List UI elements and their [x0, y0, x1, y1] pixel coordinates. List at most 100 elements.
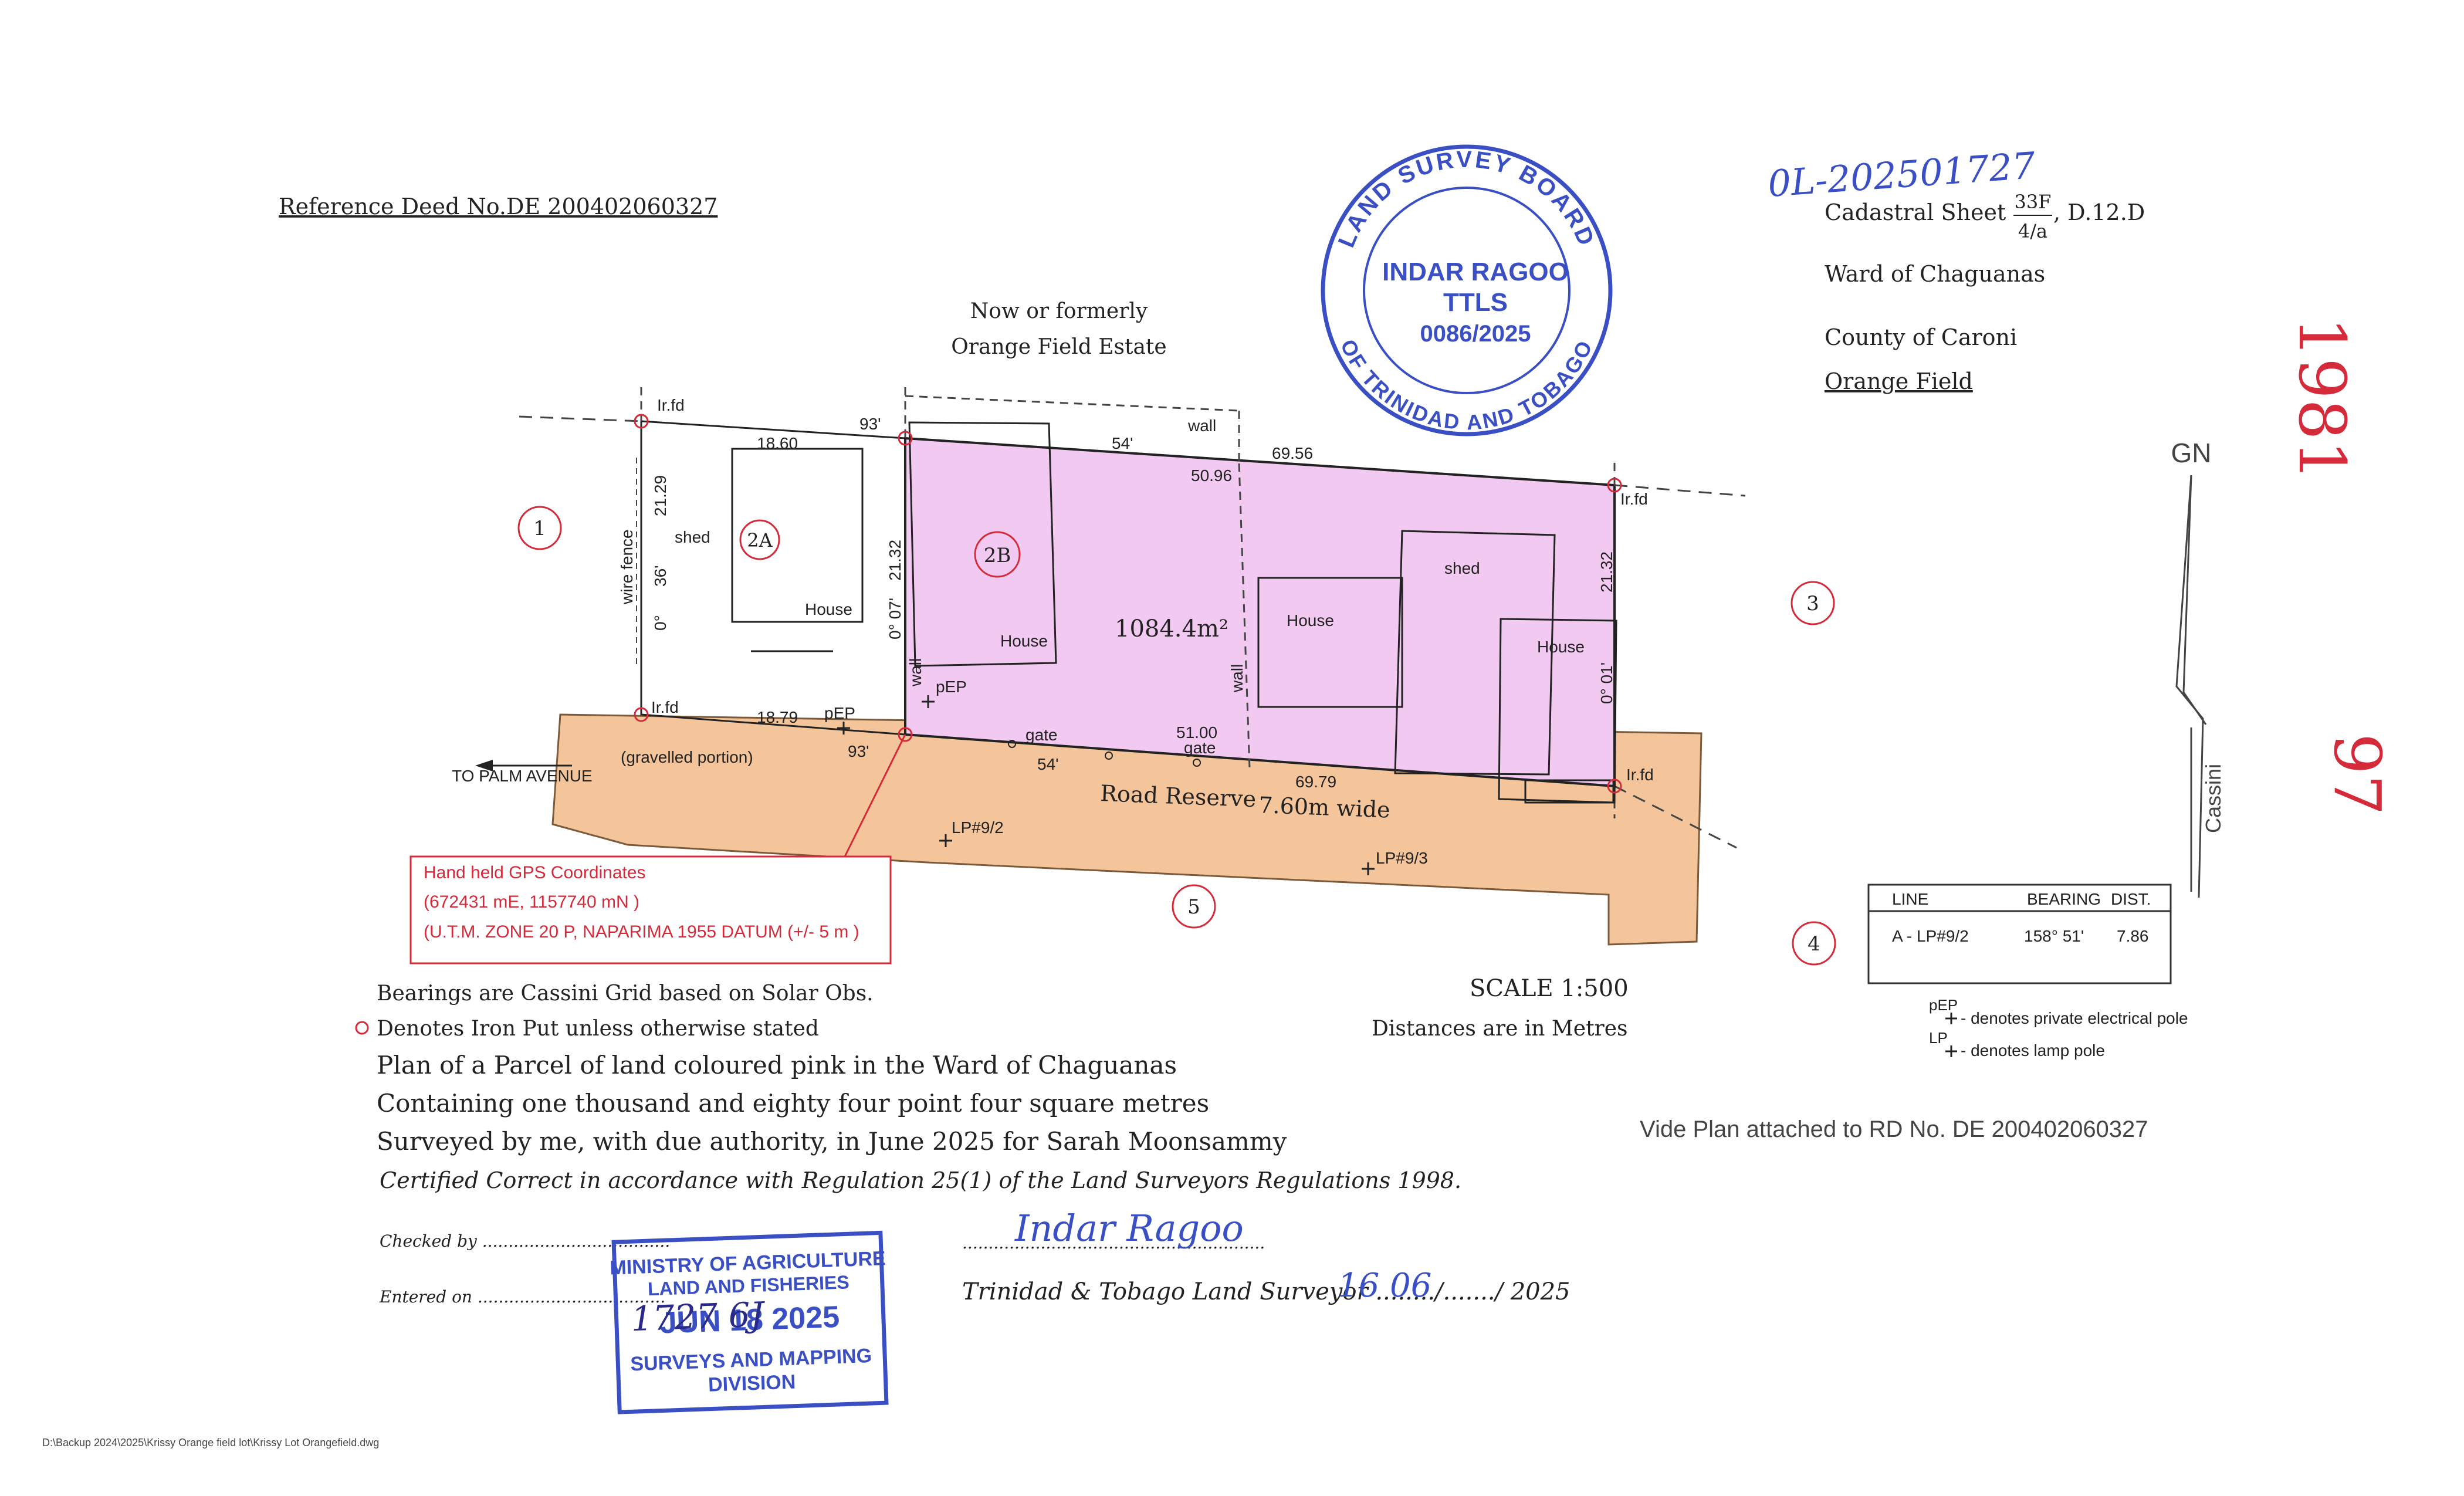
file-path: D:\Backup 2024\2025\Krissy Orange field …	[42, 1437, 379, 1448]
label-lr-fd: Ir.fd	[651, 698, 679, 716]
entered-on: Entered on .............................…	[379, 1287, 665, 1307]
dim-bottom-2b: 51.00	[1176, 723, 1217, 742]
note-vide: Vide Plan attached to RD No. DE 20040206…	[1640, 1116, 2148, 1142]
iron-put-marker	[1607, 779, 1622, 794]
stamp-title: TTLS	[1443, 288, 1508, 317]
table-header-line: LINE	[1892, 890, 1928, 908]
bearing-top-54: 54'	[1112, 434, 1133, 452]
label-wire-fence: wire fence	[618, 529, 636, 605]
signature-dots: ........................................…	[962, 1233, 1265, 1253]
table-cell-line: A - LP#9/2	[1892, 927, 1969, 945]
building-2a	[731, 448, 864, 623]
legend-lp-text: - denotes lamp pole	[1961, 1041, 2105, 1060]
signature-date: 16 06	[1338, 1267, 1431, 1305]
parcel-2b-area	[904, 436, 1616, 788]
county: County of Caroni	[1825, 324, 2017, 350]
note-certified: Certified Correct in accordance with Reg…	[380, 1167, 1461, 1193]
iron-put-markers	[634, 414, 1622, 794]
iron-put-marker	[634, 707, 649, 722]
legend-pep-text: - denotes private electrical pole	[1961, 1009, 2188, 1027]
iron-put-marker	[1607, 478, 1622, 493]
bearing-bottom-54: 54'	[1037, 755, 1059, 773]
label-pep: pEP	[824, 704, 855, 722]
dim-top-2b: 50.96	[1191, 466, 1232, 485]
label-gate: gate	[1025, 726, 1058, 744]
iron-put-legend-icon	[355, 1021, 369, 1035]
legend-pep-symbol: pEP	[1929, 996, 1958, 1014]
note-surveyed: Surveyed by me, with due authority, in J…	[377, 1127, 1287, 1156]
gps-line-2: (672431 mE, 1157740 mN )	[424, 892, 639, 912]
label-gravelled: (gravelled portion)	[621, 748, 753, 766]
label-lr-fd: Ir.fd	[657, 396, 685, 414]
neighbour-label-4: 4	[1808, 932, 1820, 956]
label-shed: shed	[675, 528, 710, 546]
table-cell-dist: 7.86	[2117, 927, 2149, 945]
label-house: House	[1537, 638, 1585, 656]
neighbour-circle-1	[517, 506, 562, 550]
svg-text:OF TRINIDAD AND TOBAGO: OF TRINIDAD AND TOBAGO	[1336, 336, 1597, 434]
parcel-2b-circle	[974, 531, 1021, 578]
label-wall: wall	[1187, 417, 1216, 435]
neighbour-circle-5	[1172, 884, 1216, 929]
label-shed: shed	[1444, 559, 1480, 577]
bearing-left-36: 36'	[651, 566, 669, 587]
label-to-palm-avenue: TO PALM AVENUE	[452, 767, 593, 785]
cadastral-num: 33F	[2015, 191, 2052, 213]
building-house-1	[1257, 577, 1403, 708]
svg-text:LAND SURVEY BOARD: LAND SURVEY BOARD	[1333, 147, 1600, 251]
dim-left-2a: 21.29	[651, 475, 669, 516]
gps-line-1: Hand held GPS Coordinates	[424, 863, 646, 882]
label-lr-fd: Ir.fd	[1626, 766, 1654, 784]
cadastral-label: Cadastral Sheet	[1825, 199, 2006, 225]
table-header-dist: DIST.	[2111, 890, 2151, 908]
neighbour-circle-3	[1791, 581, 1835, 625]
scale-label: SCALE 1:500	[1470, 975, 1629, 1002]
signature: Indar Ragoo	[1014, 1207, 1244, 1250]
table-header-bearing: BEARING	[2027, 890, 2101, 908]
document-number: 0L-202501727	[1766, 144, 2037, 205]
label-gate: gate	[1184, 739, 1216, 757]
dim-bottom-2a: 18.79	[757, 708, 798, 726]
label-house: House	[1287, 611, 1334, 629]
bearing-right-0-01: 0° 01'	[1597, 662, 1616, 704]
surveyor-line: Trinidad & Tobago Land Surveyor ........…	[962, 1278, 1571, 1305]
margin-note-bottom: 97	[2320, 733, 2395, 815]
stamp-number: 0086/2025	[1420, 321, 1531, 347]
label-wall: wall	[1228, 664, 1246, 693]
ministry-line-5: DIVISION	[708, 1371, 796, 1396]
note-bearings: Bearings are Cassini Grid based on Solar…	[377, 981, 874, 1006]
neighbour-label-5: 5	[1187, 895, 1200, 919]
ministry-line-4: SURVEYS AND MAPPING	[630, 1345, 872, 1375]
neighbour-circle-4	[1792, 921, 1836, 966]
building-house-2	[1498, 618, 1617, 804]
dim-bottom-total: 69.79	[1295, 773, 1336, 791]
dim-right: 21.32	[1597, 551, 1616, 593]
neighbour-label-3: 3	[1806, 592, 1819, 615]
ministry-hand: 1727 6J	[631, 1294, 766, 1339]
label-lp-9-2: LP#9/2	[952, 818, 1004, 837]
bearing-left-0: 0°	[651, 615, 669, 631]
note-plan-of: Plan of a Parcel of land coloured pink i…	[377, 1051, 1177, 1079]
distances-note: Distances are in Metres	[1372, 1017, 1628, 1041]
iron-put-marker	[634, 414, 649, 429]
locality: Orange Field	[1825, 368, 1973, 394]
label-house: House	[1000, 632, 1048, 650]
dim-top-total: 69.56	[1272, 444, 1313, 462]
building-2b-house	[908, 421, 1057, 667]
legend-lp-symbol: LP	[1929, 1029, 1948, 1047]
iron-put-marker	[898, 431, 913, 446]
cadastral-suffix: , D.12.D	[2053, 199, 2145, 225]
ward: Ward of Chaguanas	[1825, 261, 2045, 287]
neighbour-label-1: 1	[533, 517, 546, 540]
label-lp-9-3: LP#9/3	[1376, 849, 1428, 867]
survey-board-stamp: LAND SURVEY BOARD OF TRINIDAD AND TOBAGO…	[1321, 144, 1613, 436]
parcel-2b-label: 2B	[984, 544, 1011, 567]
label-wall: wall	[906, 658, 925, 687]
gps-line-3: (U.T.M. ZONE 20 P, NAPARIMA 1955 DATUM (…	[424, 922, 859, 942]
north-cassini: Cassini	[2201, 764, 2225, 833]
neighbour-north-2: Orange Field Estate	[951, 335, 1166, 359]
bearing-table: LINE BEARING DIST. A - LP#9/2 158° 51' 7…	[1867, 884, 2172, 984]
building-shed	[1394, 530, 1556, 776]
reference-deed: Reference Deed No.DE 200402060327	[279, 194, 717, 219]
